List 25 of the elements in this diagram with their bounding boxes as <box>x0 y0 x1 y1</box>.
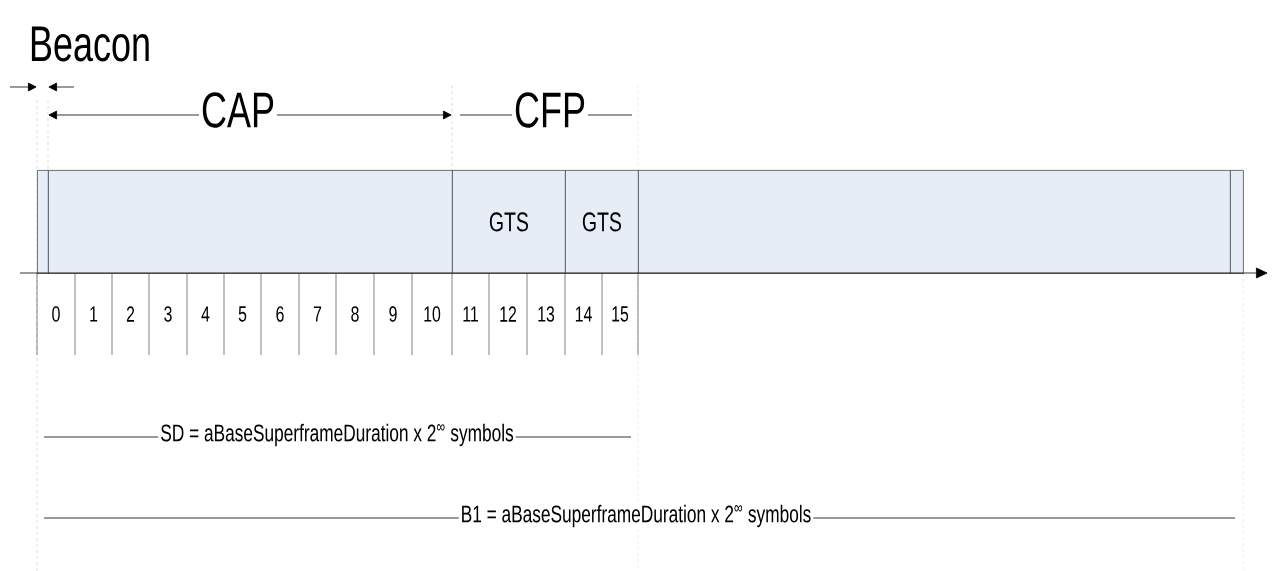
period-label: CFP <box>512 90 588 130</box>
slot-number: 3 <box>164 306 172 322</box>
frame-segment <box>1230 170 1244 274</box>
slot-number: 4 <box>201 306 210 322</box>
slot-number: 9 <box>389 306 397 322</box>
period-label: CAP <box>199 90 277 130</box>
slot-box: GTS <box>452 170 566 274</box>
slot-number: 6 <box>276 306 284 322</box>
slot-number: 10 <box>424 306 441 322</box>
slot-box: GTS <box>565 170 639 274</box>
slot-number: 0 <box>52 306 60 322</box>
slot-number: 13 <box>538 306 555 322</box>
slot-number: 11 <box>463 306 478 322</box>
duration-label: B1 = aBaseSuperframeDuration x 2$^{∞}$ symbols <box>458 502 814 530</box>
title-label: Beacon <box>31 26 149 62</box>
slot-number: 15 <box>612 306 629 322</box>
slot-number: 12 <box>500 306 516 322</box>
slot-number: 5 <box>238 306 247 322</box>
slot-number: 8 <box>351 306 359 322</box>
duration-label: SD = aBaseSuperframeDuration x 2$^{∞}$ symbols <box>158 421 516 449</box>
slot-number: 2 <box>126 306 135 322</box>
slot-number: 1 <box>90 306 98 322</box>
slot-number: 14 <box>575 306 592 322</box>
frame-segment <box>37 170 49 274</box>
slot-number: 7 <box>313 306 322 322</box>
